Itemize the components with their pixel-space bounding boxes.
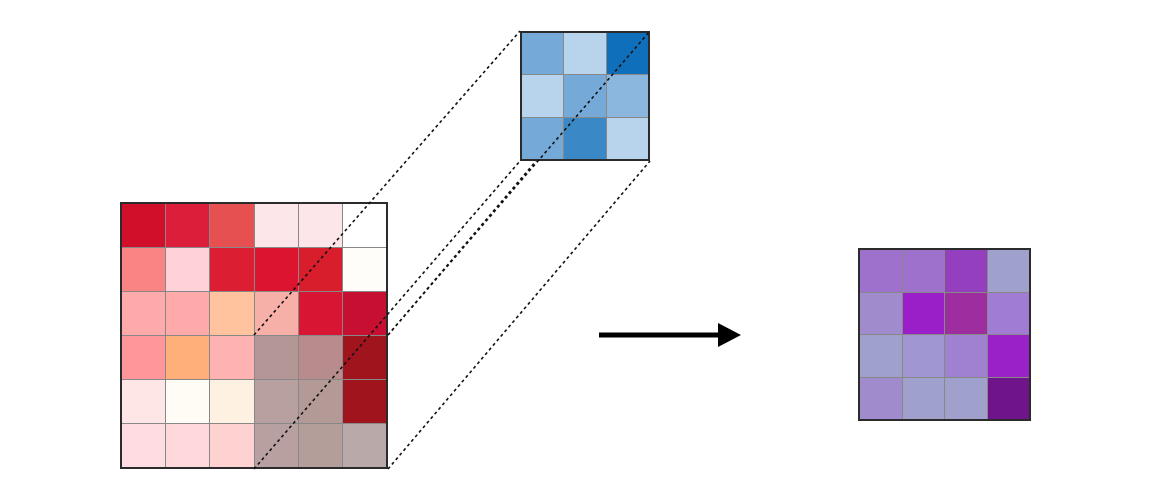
output-cell <box>945 377 987 419</box>
output-cell <box>860 250 902 292</box>
input-cell <box>342 292 386 335</box>
input-cell <box>298 292 342 335</box>
input-matrix <box>120 202 388 469</box>
input-cell <box>210 336 254 379</box>
output-matrix <box>858 248 1031 421</box>
kernel-cell <box>522 75 564 117</box>
input-cell <box>342 380 386 423</box>
input-cell <box>166 424 210 467</box>
arrow-head-icon <box>718 323 741 347</box>
input-cell <box>298 204 342 247</box>
input-cell <box>254 248 298 291</box>
input-cell <box>210 292 254 335</box>
output-cell <box>902 250 944 292</box>
input-cell <box>254 424 298 467</box>
input-cell <box>298 380 342 423</box>
output-cell <box>860 377 902 419</box>
input-cell <box>122 292 166 335</box>
output-cell <box>902 377 944 419</box>
input-cell <box>342 248 386 291</box>
output-cell <box>945 335 987 377</box>
input-cell <box>342 204 386 247</box>
kernel-matrix <box>520 31 650 161</box>
kernel-cell <box>522 33 564 75</box>
kernel-cell <box>564 75 606 117</box>
input-cell <box>166 248 210 291</box>
input-cell <box>298 336 342 379</box>
input-cell <box>342 424 386 467</box>
output-cell <box>945 292 987 334</box>
input-cell <box>210 380 254 423</box>
input-cell <box>166 380 210 423</box>
input-cell <box>122 336 166 379</box>
output-cell <box>902 335 944 377</box>
output-cell <box>987 250 1029 292</box>
kernel-cell <box>606 33 648 75</box>
output-cell <box>860 292 902 334</box>
projection-line-mid-1 <box>387 160 537 336</box>
kernel-cell <box>606 117 648 159</box>
input-cell <box>166 336 210 379</box>
input-cell <box>298 248 342 291</box>
output-cell <box>987 292 1029 334</box>
output-cell <box>945 250 987 292</box>
kernel-cell <box>564 33 606 75</box>
kernel-cell <box>606 75 648 117</box>
input-cell <box>122 204 166 247</box>
kernel-cell <box>522 117 564 159</box>
input-cell <box>122 248 166 291</box>
projection-line-bottom-right <box>387 160 651 470</box>
input-cell <box>122 424 166 467</box>
input-cell <box>210 424 254 467</box>
input-cell <box>254 292 298 335</box>
output-cell <box>987 335 1029 377</box>
output-cell <box>860 335 902 377</box>
input-cell <box>298 424 342 467</box>
input-cell <box>342 336 386 379</box>
input-cell <box>166 204 210 247</box>
input-cell <box>210 204 254 247</box>
input-cell <box>210 248 254 291</box>
output-cell <box>902 292 944 334</box>
input-cell <box>254 204 298 247</box>
output-cell <box>987 377 1029 419</box>
kernel-cell <box>564 117 606 159</box>
input-cell <box>166 292 210 335</box>
input-cell <box>122 380 166 423</box>
input-cell <box>254 380 298 423</box>
input-cell <box>254 336 298 379</box>
